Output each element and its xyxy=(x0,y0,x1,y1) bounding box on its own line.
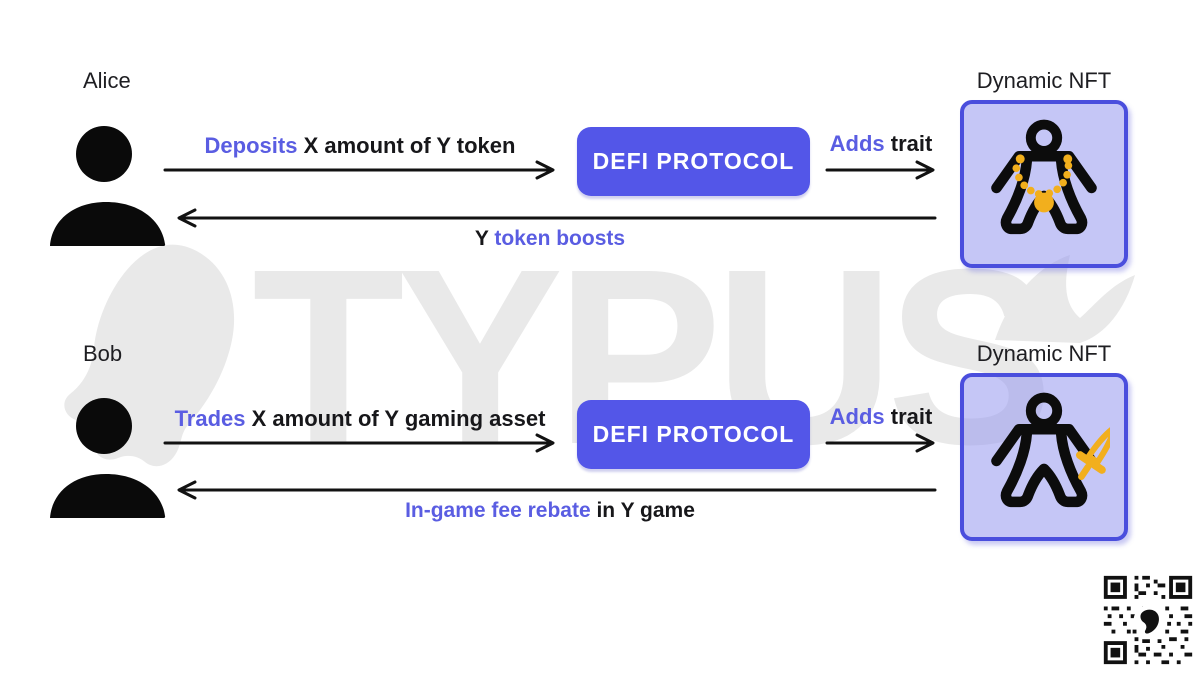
qr-code xyxy=(1100,572,1196,668)
person-icon xyxy=(50,126,166,246)
nft-figure-necklace-icon xyxy=(991,119,1097,235)
nft-title: Dynamic NFT xyxy=(976,68,1112,93)
adds-trait-arrow xyxy=(825,160,935,180)
trade-arrow xyxy=(163,433,555,453)
actor-label-bob: Bob xyxy=(83,341,123,366)
person-icon xyxy=(50,398,166,518)
deposit-arrow xyxy=(163,160,555,180)
dynamic-nft-card-alice xyxy=(960,100,1128,268)
defi-protocol-box: DEFI PROTOCOL xyxy=(577,400,810,469)
boost-return-label: Y token boosts xyxy=(474,227,626,250)
deposit-keyword: Deposits xyxy=(204,133,298,158)
nft-figure-sword-icon xyxy=(991,392,1110,508)
deposit-arrow-label: Deposits X amount of Y token xyxy=(204,133,516,158)
nft-title: Dynamic NFT xyxy=(976,341,1112,366)
dynamic-nft-card-bob xyxy=(960,373,1128,541)
adds-trait-arrow xyxy=(825,433,935,453)
typus-fish-logo xyxy=(1140,609,1159,634)
adds-trait-label: Adds trait xyxy=(829,131,933,156)
gold-sword-trait xyxy=(1076,424,1110,481)
wing-watermark-shape xyxy=(995,255,1135,343)
gold-necklace-trait xyxy=(1012,154,1073,213)
adds-trait-label: Adds trait xyxy=(829,404,933,429)
actor-label-alice: Alice xyxy=(83,68,131,93)
rebate-return-arrow xyxy=(177,480,937,500)
boost-return-arrow xyxy=(177,208,937,228)
trade-keyword: Trades xyxy=(174,406,246,431)
trade-arrow-label: Trades X amount of Y gaming asset xyxy=(174,406,546,431)
defi-protocol-box: DEFI PROTOCOL xyxy=(577,127,810,196)
rebate-return-label: In-game fee rebate in Y game xyxy=(405,499,695,522)
